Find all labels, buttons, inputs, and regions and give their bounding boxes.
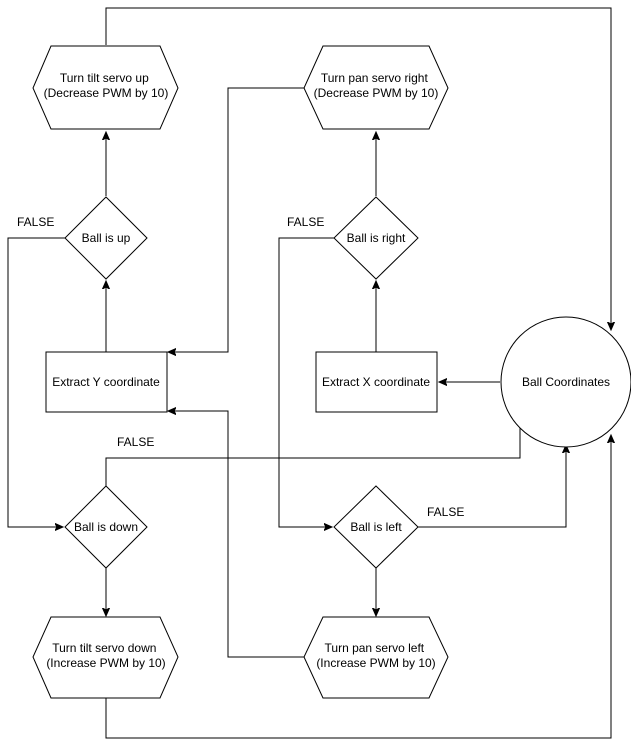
node-ball-is-left[interactable]: Ball is left [333,485,419,569]
node-turn-tilt-servo-down[interactable]: Turn tilt servo down (Increase PWM by 10… [32,616,179,699]
node-turn-tilt-servo-down-line2: (Increase PWM by 10) [46,656,165,670]
edge-label-up-false: FALSE [17,215,54,229]
node-turn-tilt-servo-up-label: Turn tilt servo up (Decrease PWM by 10) [44,71,169,100]
node-turn-tilt-servo-down-line1: Turn tilt servo down [52,641,156,655]
node-ball-is-right[interactable]: Ball is right [333,196,419,280]
node-turn-tilt-servo-up-line2: (Decrease PWM by 10) [44,86,169,100]
node-extract-x-label: Extract X coordinate [322,375,430,389]
node-turn-tilt-servo-up[interactable]: Turn tilt servo up (Decrease PWM by 10) [32,45,179,130]
edge-right-false-to-left [278,237,334,527]
node-turn-tilt-servo-down-label: Turn tilt servo down (Increase PWM by 10… [46,641,165,670]
edge-label-down-false: FALSE [117,435,154,449]
node-ball-is-up[interactable]: Ball is up [64,196,148,280]
edge-tilt-down-to-coords [105,435,611,739]
edge-left-false-to-coords [418,445,566,528]
node-ball-coordinates-label: Ball Coordinates [522,375,610,389]
node-turn-pan-servo-right-line1: Turn pan servo right [321,71,429,85]
node-extract-y[interactable]: Extract Y coordinate [45,351,168,413]
node-ball-is-up-label: Ball is up [82,231,131,245]
node-turn-pan-servo-left-line2: (Increase PWM by 10) [316,656,435,670]
node-turn-pan-servo-right-label: Turn pan servo right (Decrease PWM by 10… [314,71,439,100]
node-ball-coordinates[interactable]: Ball Coordinates [500,316,631,448]
node-turn-pan-servo-right[interactable]: Turn pan servo right (Decrease PWM by 10… [303,45,449,130]
edge-label-right-false: FALSE [287,215,324,229]
node-ball-is-left-label: Ball is left [350,520,402,534]
edge-tilt-up-to-coords [105,7,611,330]
edge-down-false-to-coords [105,400,520,486]
node-extract-y-label: Extract Y coordinate [52,375,160,389]
node-ball-is-down[interactable]: Ball is down [64,485,148,569]
node-extract-x[interactable]: Extract X coordinate [315,351,438,413]
node-ball-is-down-label: Ball is down [74,520,138,534]
node-turn-tilt-servo-up-line1: Turn tilt servo up [60,71,149,85]
node-turn-pan-servo-right-line2: (Decrease PWM by 10) [314,86,439,100]
edge-up-false-to-down [7,237,65,527]
node-turn-pan-servo-left-label: Turn pan servo left (Increase PWM by 10) [316,641,435,670]
edge-label-left-false: FALSE [427,505,464,519]
edge-pan-left-to-extract-y [168,411,305,658]
node-turn-pan-servo-left[interactable]: Turn pan servo left (Increase PWM by 10) [303,616,449,699]
edge-pan-right-to-extract-y [168,87,305,352]
node-ball-is-right-label: Ball is right [347,231,406,245]
node-turn-pan-servo-left-line1: Turn pan servo left [325,641,425,655]
